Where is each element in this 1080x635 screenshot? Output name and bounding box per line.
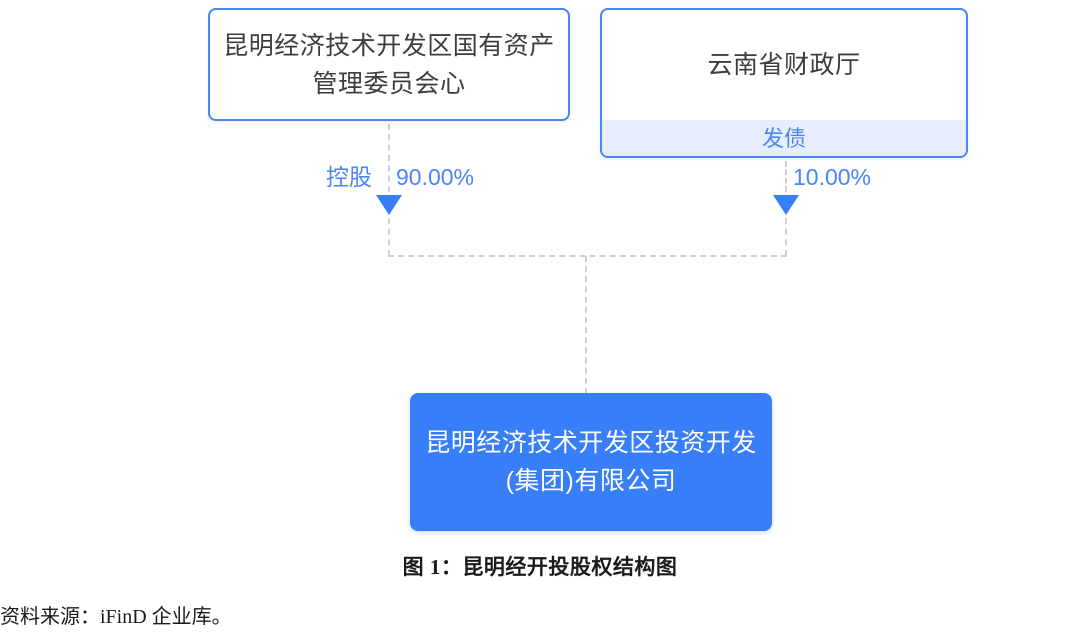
connector-line-center-to-subject xyxy=(585,256,587,394)
node-parent-right-title: 云南省财政厅 xyxy=(707,51,861,79)
node-parent-right-tag-bond[interactable]: 发债 xyxy=(602,120,966,156)
figure-caption: 图 1：昆明经开投股权结构图 xyxy=(402,555,678,579)
node-parent-left[interactable]: 昆明经济技术开发区国有资产管理委员会心 xyxy=(208,8,570,121)
node-subject-company[interactable]: 昆明经济技术开发区投资开发(集团)有限公司 xyxy=(410,393,772,531)
node-parent-right[interactable]: 云南省财政厅 发债 xyxy=(600,8,968,158)
arrow-down-icon-left xyxy=(376,195,402,215)
connector-line-left-lower xyxy=(388,218,390,256)
node-parent-left-title: 昆明经济技术开发区国有资产管理委员会心 xyxy=(223,31,555,98)
edge-label-relation-left: 控股 xyxy=(326,164,372,190)
arrow-down-icon-right xyxy=(773,195,799,215)
connector-line-right-upper xyxy=(785,161,787,192)
edge-label-percent-left: 90.00% xyxy=(396,164,475,190)
shareholding-structure-diagram: 控股 90.00% 10.00% 昆明经济技术开发区国有资产管理委员会心 云南省… xyxy=(208,8,968,531)
connector-line-horizontal-bus xyxy=(388,255,787,257)
node-subject-company-title: 昆明经济技术开发区投资开发(集团)有限公司 xyxy=(425,429,757,495)
edge-label-percent-right: 10.00% xyxy=(793,164,872,190)
source-note: 资料来源：iFinD 企业库。 xyxy=(0,606,232,628)
connector-line-left-upper xyxy=(388,124,390,192)
connector-line-right-lower xyxy=(785,218,787,256)
